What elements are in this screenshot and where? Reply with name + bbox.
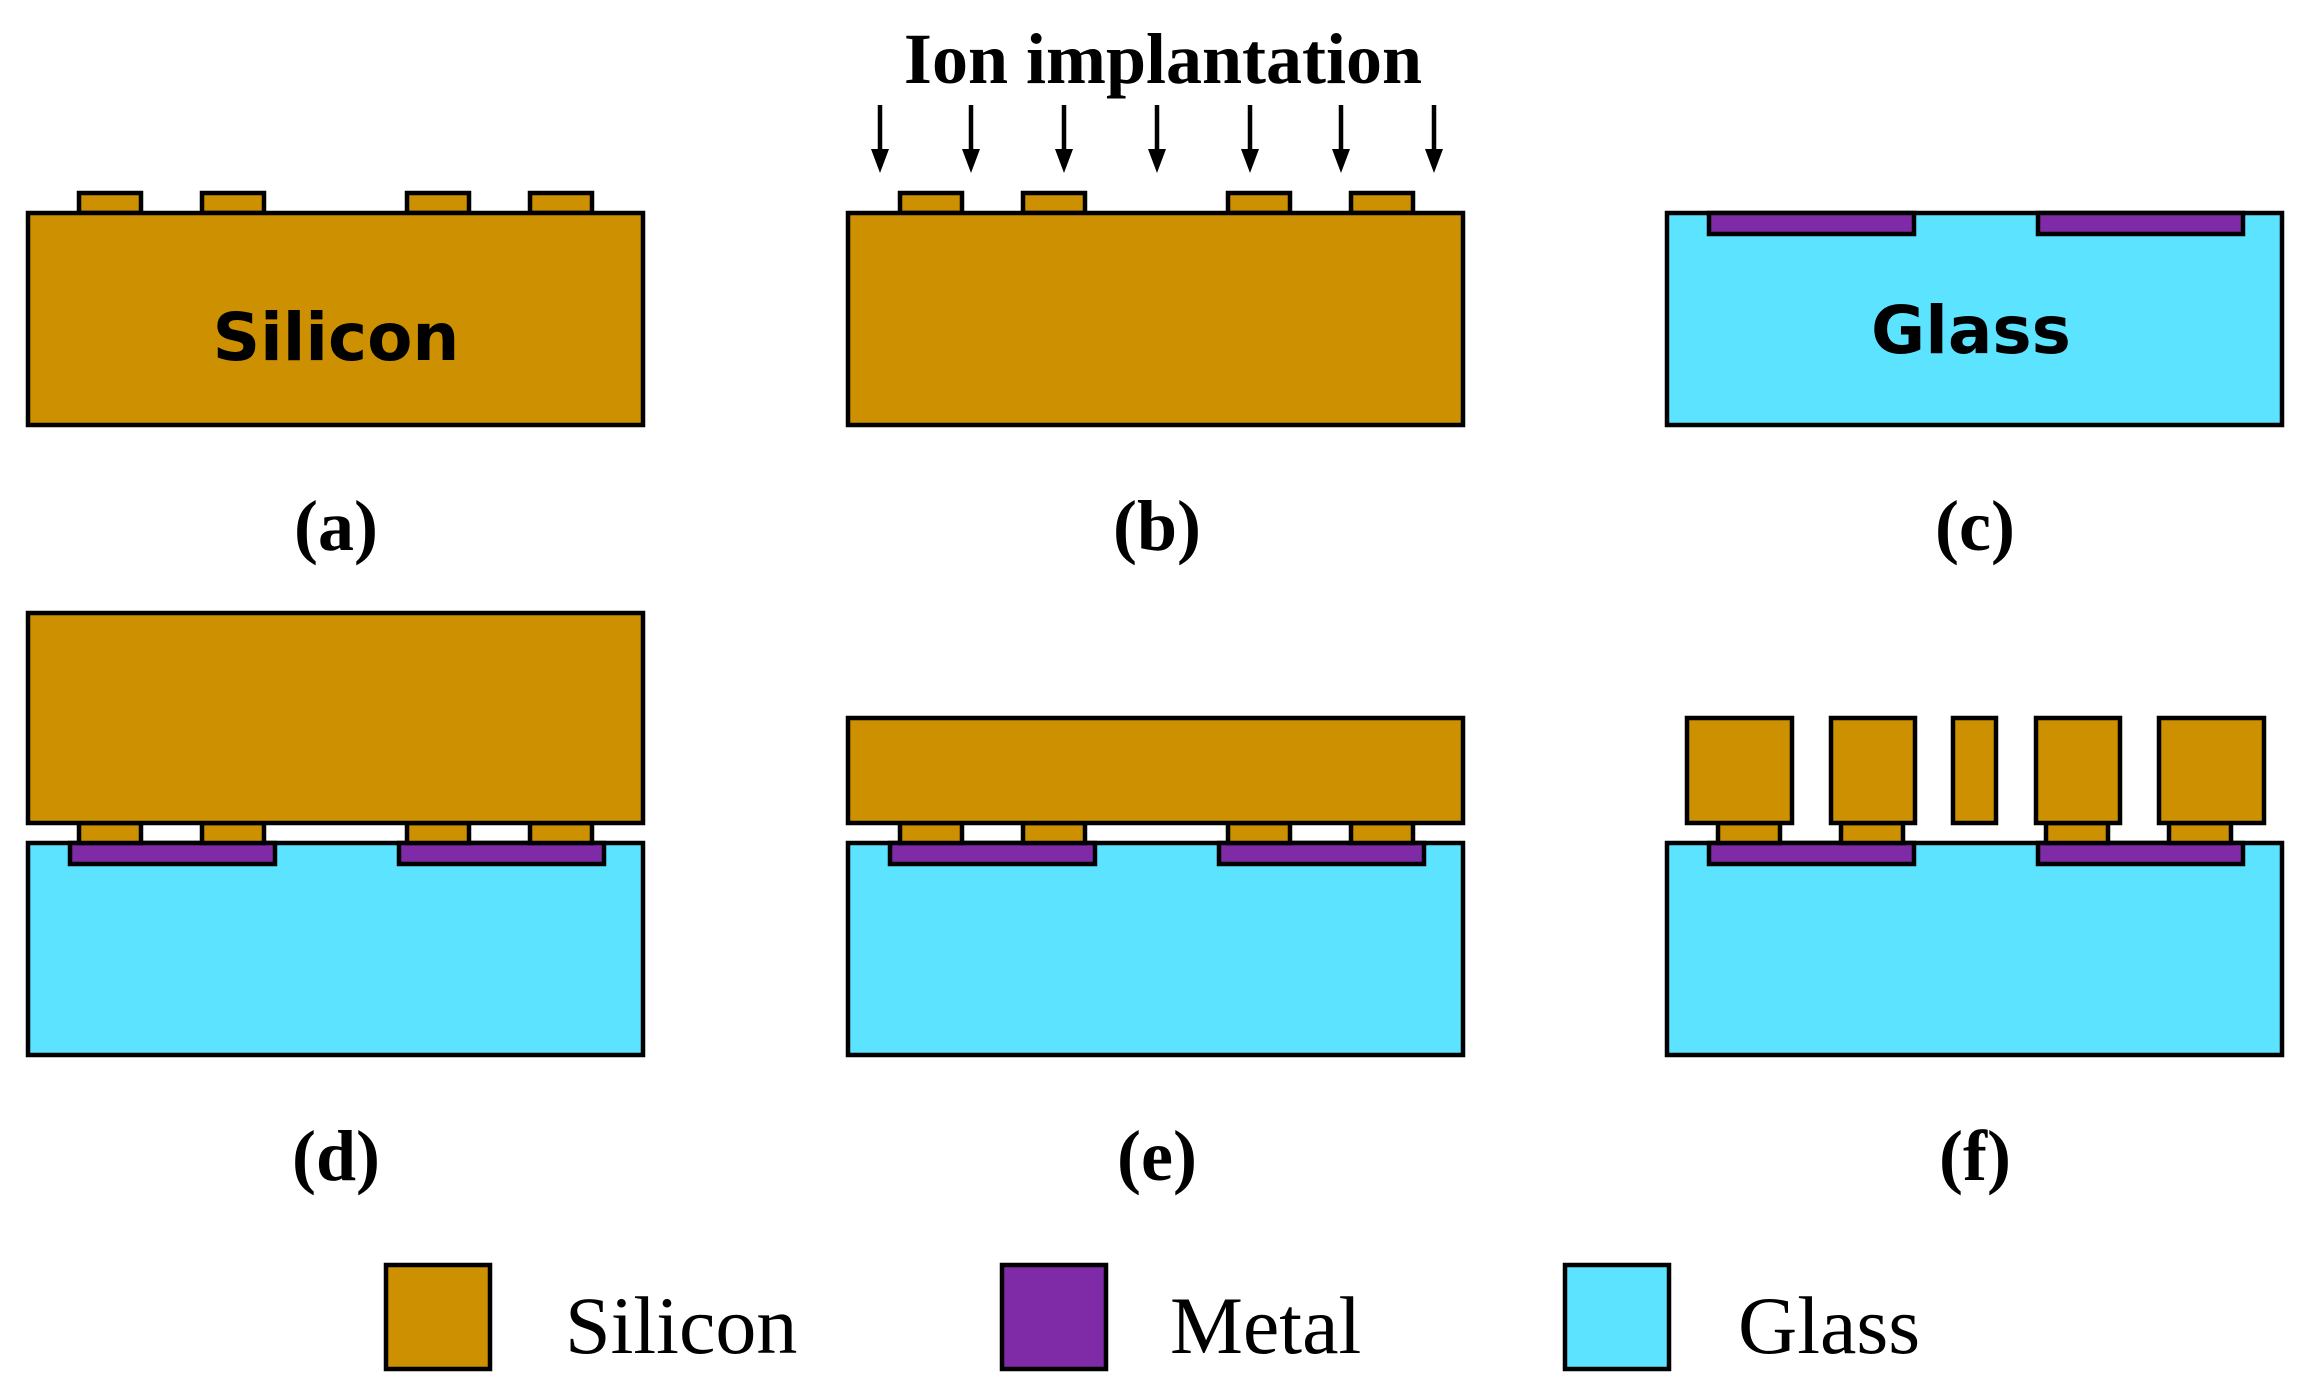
legend-item-silicon: Silicon [383,1262,797,1372]
silicon-bump [1348,820,1416,846]
silicon-bump [1348,190,1416,216]
implant-arrow-icon [1425,105,1443,173]
silicon-bump [1020,820,1088,846]
silicon-bump [1225,190,1293,216]
silicon-substrate [845,210,1466,428]
substrate-label-silicon: Silicon [213,299,460,376]
panel-caption-e: (e) [1117,1116,1197,1196]
silicon-bump [897,190,965,216]
implant-arrow-icon [962,105,980,173]
metal-electrode [2035,840,2246,867]
legend-swatch-glass [1562,1262,1672,1372]
panel-c: Glass (c) [1664,210,2285,566]
silicon-bump [2043,820,2111,846]
silicon-bump [404,820,472,846]
panel-caption-d: (d) [292,1116,380,1196]
silicon-bump [404,190,472,216]
panel-b: Ion implantation (b) [845,19,1466,566]
substrate-label-glass: Glass [1871,292,2071,369]
silicon-bump [1225,820,1293,846]
metal-electrode [2035,210,2246,237]
silicon-bump [1715,820,1783,846]
legend-item-glass: Glass [1562,1262,1920,1372]
metal-electrode [887,840,1098,867]
glass-substrate [845,840,1466,1058]
silicon-bump [199,820,267,846]
legend-label-metal: Metal [1170,1280,1361,1371]
panel-a: Silicon (a) [25,190,646,566]
silicon-structure [1828,715,1918,826]
silicon-bump [199,190,267,216]
silicon-bump [527,820,595,846]
implant-arrow-icon [871,105,889,173]
panel-caption-a: (a) [294,486,378,566]
glass-substrate [25,840,646,1058]
silicon-bump [76,820,144,846]
silicon-wafer [25,610,646,826]
panel-e: (e) [845,715,1466,1196]
silicon-structure [2156,715,2267,826]
legend: Silicon Metal Glass [383,1262,1920,1372]
metal-electrode [67,840,278,867]
panel-d: (d) [25,610,646,1196]
metal-electrode [1706,210,1917,237]
legend-item-metal: Metal [999,1262,1361,1372]
implant-arrow-icon [1148,105,1166,173]
glass-substrate [1664,210,2285,428]
silicon-substrate [25,210,646,428]
panel-caption-c: (c) [1935,486,2015,566]
implant-arrow-icon [1332,105,1350,173]
silicon-bump [897,820,965,846]
silicon-bump [2166,820,2234,846]
legend-label-glass: Glass [1738,1280,1920,1371]
silicon-thinned-wafer [845,715,1466,826]
implant-arrow-icon [1241,105,1259,173]
metal-electrode [1706,840,1917,867]
panel-f: (f) [1664,715,2285,1196]
process-label-ion-implantation: Ion implantation [904,19,1422,99]
panel-caption-f: (f) [1939,1116,2011,1196]
silicon-structure [1684,715,1795,826]
glass-substrate [1664,840,2285,1058]
silicon-bump [1838,820,1906,846]
silicon-bump [1020,190,1088,216]
legend-swatch-silicon [383,1262,493,1372]
metal-electrode [1216,840,1427,867]
silicon-bump [76,190,144,216]
implant-arrow-icon [1055,105,1073,173]
panel-caption-b: (b) [1113,486,1201,566]
legend-swatch-metal [999,1262,1109,1372]
metal-electrode [396,840,607,867]
silicon-bump [527,190,595,216]
silicon-structure [2033,715,2123,826]
legend-label-silicon: Silicon [565,1280,797,1371]
silicon-structure [1950,715,1999,826]
